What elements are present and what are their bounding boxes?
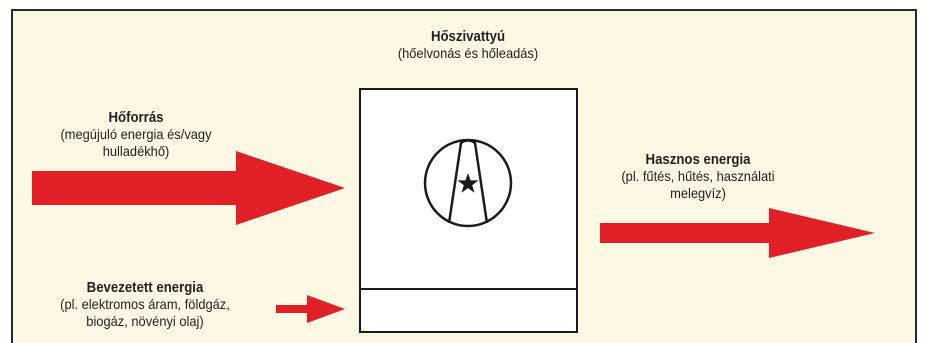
input-energy-line2: biogáz, növényi olaj) bbox=[86, 313, 204, 329]
heat-source-arrow bbox=[32, 151, 345, 225]
heat-pump-box bbox=[359, 88, 578, 333]
useful-energy-title: Hasznos energia bbox=[645, 151, 751, 168]
useful-energy-line2: melegvíz) bbox=[670, 185, 726, 201]
input-energy-arrow bbox=[276, 295, 345, 323]
heat-pump-label: Hőszivattyú (hőelvonás és hőleadás) bbox=[348, 28, 588, 62]
useful-energy-arrow bbox=[600, 208, 875, 258]
heat-pump-subtitle: (hőelvonás és hőleadás) bbox=[397, 45, 539, 61]
heat-pump-title: Hőszivattyú bbox=[430, 28, 506, 45]
input-energy-title: Bevezetett energia bbox=[86, 279, 204, 296]
heat-source-label: Hőforrás (megújuló energia és/vagy hulla… bbox=[20, 109, 252, 160]
useful-energy-label: Hasznos energia (pl. fűtés, hűtés, haszn… bbox=[580, 151, 816, 202]
heat-source-title: Hőforrás bbox=[108, 109, 164, 126]
heat-source-line1: (megújuló energia és/vagy bbox=[60, 126, 212, 142]
useful-energy-line1: (pl. fűtés, hűtés, használati bbox=[621, 168, 775, 184]
star-icon bbox=[457, 173, 479, 193]
input-energy-label: Bevezetett energia (pl. elektromos áram,… bbox=[20, 279, 270, 330]
input-energy-line1: (pl. elektromos áram, földgáz, bbox=[60, 296, 230, 312]
compressor-symbol-icon bbox=[423, 138, 513, 228]
heat-source-line2: hulladékhő) bbox=[102, 143, 170, 159]
